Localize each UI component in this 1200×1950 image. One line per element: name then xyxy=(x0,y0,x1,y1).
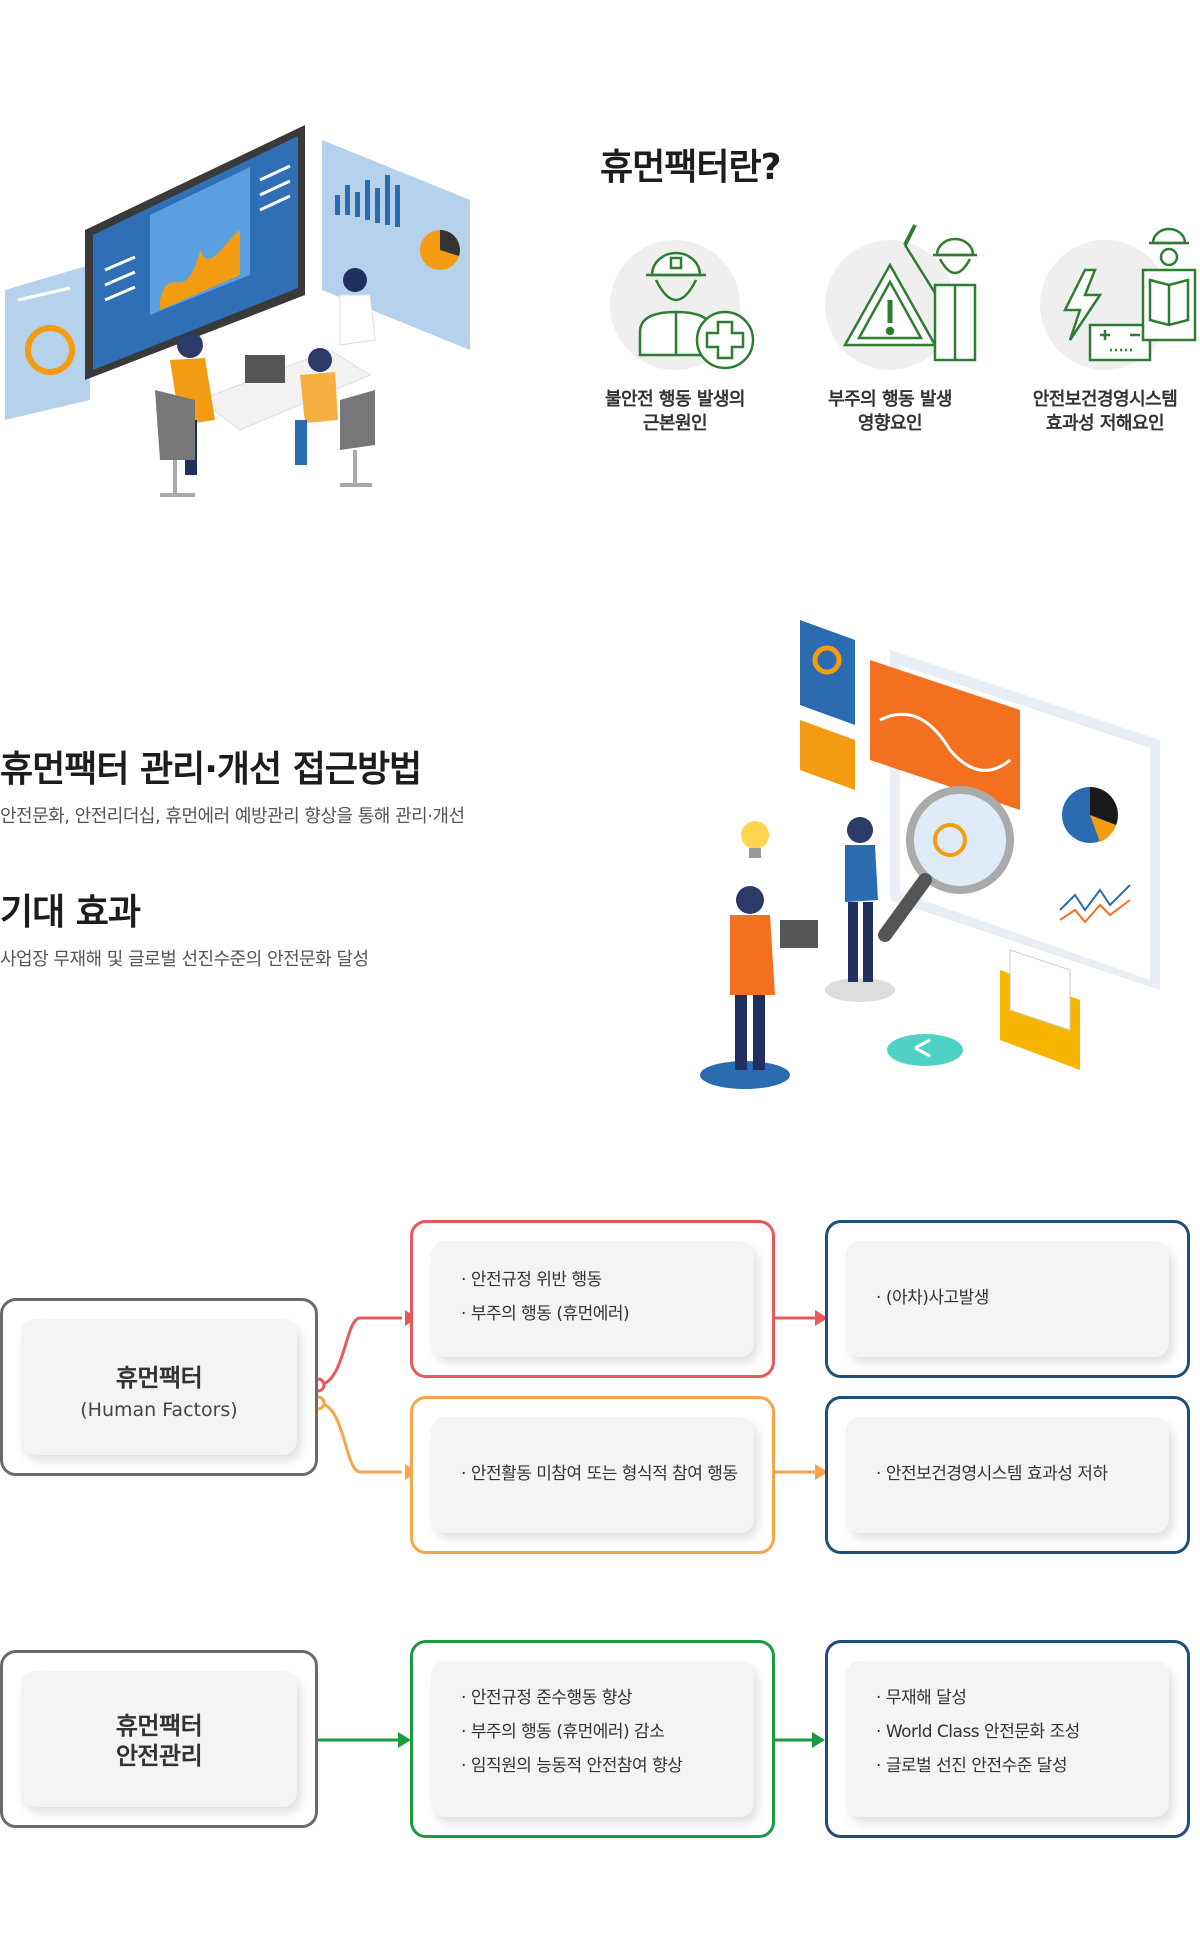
effect-desc: 사업장 무재해 및 글로벌 선진수준의 안전문화 달성 xyxy=(0,949,369,970)
system-result-box: 안전보건경영시스템 효과성 저하 xyxy=(825,1396,1190,1554)
system-result-item-1: 안전보건경영시스템 효과성 저하 xyxy=(876,1457,1159,1491)
human-factors-title: 휴먼팩터 xyxy=(115,1364,203,1392)
achievement-item-1: 무재해 달성 xyxy=(876,1681,1159,1715)
safety-management-line2: 안전관리 xyxy=(115,1742,203,1770)
battery-lightning-worker-icon xyxy=(1055,225,1200,375)
violation-item-1: 안전규정 위반 행동 xyxy=(461,1263,744,1297)
safety-management-line1: 휴먼팩터 xyxy=(115,1712,203,1740)
warning-worker-icon xyxy=(835,215,995,375)
improvement-box: 안전규정 준수행동 향상 부주의 행동 (휴먼에러) 감소 임직원의 능동적 안… xyxy=(410,1640,775,1838)
improvement-item-1: 안전규정 준수행동 향상 xyxy=(461,1681,744,1715)
approach-title: 휴먼팩터 관리·개선 접근방법 xyxy=(0,749,422,790)
violation-box: 안전규정 위반 행동 부주의 행동 (휴먼에러) xyxy=(410,1220,775,1378)
section1-title: 휴먼팩터란? xyxy=(600,147,781,188)
violation-item-2: 부주의 행동 (휴먼에러) xyxy=(461,1297,744,1331)
office-illustration xyxy=(0,100,480,520)
improvement-item-2: 부주의 행동 (휴먼에러) 감소 xyxy=(461,1715,744,1749)
icon-label-3: 안전보건경영시스템 효과성 저해요인 xyxy=(995,388,1200,436)
icon-label-1-line1: 불안전 행동 발생의 xyxy=(604,389,746,410)
achievement-item-2: World Class 안전문화 조성 xyxy=(876,1715,1159,1749)
icon-label-3-line1: 안전보건경영시스템 xyxy=(1032,389,1178,410)
safety-worker-plus-icon xyxy=(620,240,770,375)
accident-result-item-1: (아차)사고발생 xyxy=(876,1281,1159,1315)
achievement-box: 무재해 달성 World Class 안전문화 조성 글로벌 선진 안전수준 달… xyxy=(825,1640,1190,1838)
diagram2-connectors xyxy=(318,1732,825,1748)
accident-result-box: (아차)사고발생 xyxy=(825,1220,1190,1378)
achievement-item-3: 글로벌 선진 안전수준 달성 xyxy=(876,1749,1159,1783)
human-factors-box: 휴먼팩터 (Human Factors) xyxy=(0,1298,318,1476)
effect-title: 기대 효과 xyxy=(0,892,141,933)
approach-desc: 안전문화, 안전리더십, 휴먼에러 예방관리 향상을 통해 관리·개선 xyxy=(0,806,465,827)
icon-label-2: 부주의 행동 발생 영향요인 xyxy=(780,388,1000,436)
icon-label-2-line1: 부주의 행동 발생 xyxy=(828,389,952,410)
analytics-illustration xyxy=(690,610,1170,1110)
improvement-item-3: 임직원의 능동적 안전참여 향상 xyxy=(461,1749,744,1783)
icon-label-1-line2: 근본원인 xyxy=(642,413,708,434)
human-factors-subtitle: (Human Factors) xyxy=(80,1399,238,1421)
icon-label-3-line2: 효과성 저해요인 xyxy=(1045,413,1165,434)
icon-label-2-line2: 영향요인 xyxy=(857,413,923,434)
safety-management-box: 휴먼팩터 안전관리 xyxy=(0,1650,318,1828)
non-participation-item-1: 안전활동 미참여 또는 형식적 참여 행동 xyxy=(461,1457,744,1491)
non-participation-box: 안전활동 미참여 또는 형식적 참여 행동 xyxy=(410,1396,775,1554)
icon-label-1: 불안전 행동 발생의 근본원인 xyxy=(565,388,785,436)
